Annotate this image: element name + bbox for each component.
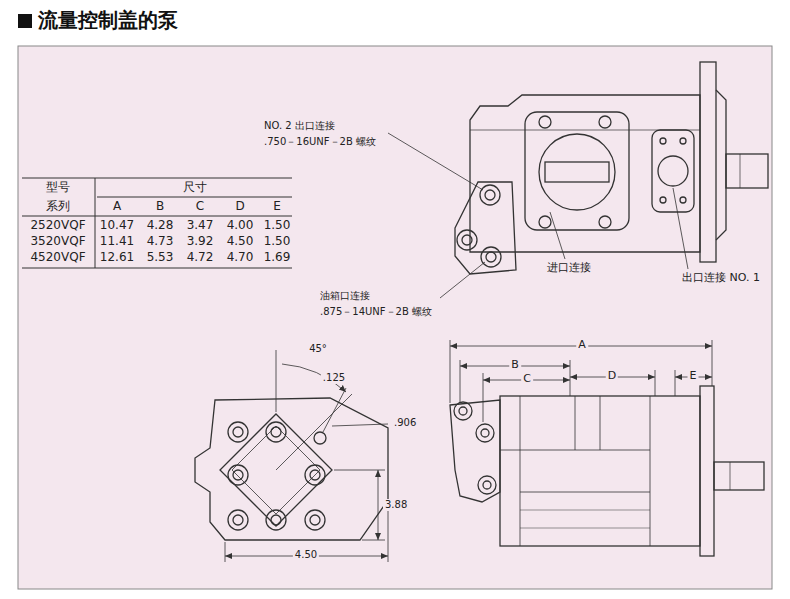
dimension-label: C (521, 373, 533, 386)
dimension-label: E (688, 370, 699, 383)
dimension-label: 4.50 (293, 549, 319, 561)
table-cell: 4.00 (225, 219, 256, 233)
dimension-lines (225, 350, 388, 562)
callout-text: 出口连接 NO. 1 (680, 272, 762, 285)
table-cell: B (154, 200, 166, 214)
table-cell: 4.73 (145, 235, 176, 249)
table-cell: 12.61 (98, 251, 136, 265)
table-cell: 3520VQF (28, 235, 87, 249)
pump-end-view (195, 398, 388, 540)
callout-text: 油箱口连接 (318, 290, 372, 302)
callout-text: 进口连接 (545, 262, 593, 275)
table-cell: 系列 (44, 200, 72, 214)
table-cell: 4.28 (145, 219, 176, 233)
table-cell: 1.69 (262, 251, 293, 265)
callout-text: .750－16UNF－2B 螺纹 (262, 136, 378, 148)
drawing-frame (18, 46, 772, 589)
table-cell: 4.70 (225, 251, 256, 265)
table-cell: C (194, 200, 206, 214)
table-cell: 1.50 (262, 219, 293, 233)
dimension-label: .125 (321, 372, 347, 384)
title-square (18, 14, 32, 28)
page-title: 流量控制盖的泵 (38, 8, 178, 32)
callout-text: NO. 2 出口连接 (262, 120, 337, 132)
table-cell: D (233, 200, 246, 214)
table-cell: 5.53 (145, 251, 176, 265)
callout-text: .875－14UNF－2B 螺纹 (318, 306, 434, 318)
table-cell: 4.72 (185, 251, 216, 265)
dimension-label: B (509, 359, 521, 372)
dimension-lines (450, 340, 712, 422)
table-cell: 11.41 (98, 235, 136, 249)
table-cell: 型号 (44, 181, 72, 195)
dimension-label: D (606, 370, 618, 383)
table-cell: 尺寸 (181, 181, 209, 195)
table-cell: 10.47 (98, 219, 136, 233)
table-cell: 4520VQF (28, 251, 87, 265)
table-cell: 3.92 (185, 235, 216, 249)
pump-top-view (455, 62, 768, 274)
dimension-label: A (576, 339, 588, 352)
leader-lines (388, 133, 688, 298)
table-cell: 1.50 (262, 235, 293, 249)
table-cell: 2520VQF (28, 219, 87, 233)
pump-side-view (450, 386, 764, 556)
table-cell: A (111, 200, 123, 214)
table-cell: 3.47 (185, 219, 216, 233)
dimension-table (22, 178, 292, 268)
dimension-label: 45° (307, 343, 329, 355)
dimension-label: .906 (392, 417, 418, 429)
table-cell: E (271, 200, 283, 214)
table-cell: 4.50 (225, 235, 256, 249)
dimension-label: 3.88 (383, 499, 409, 511)
